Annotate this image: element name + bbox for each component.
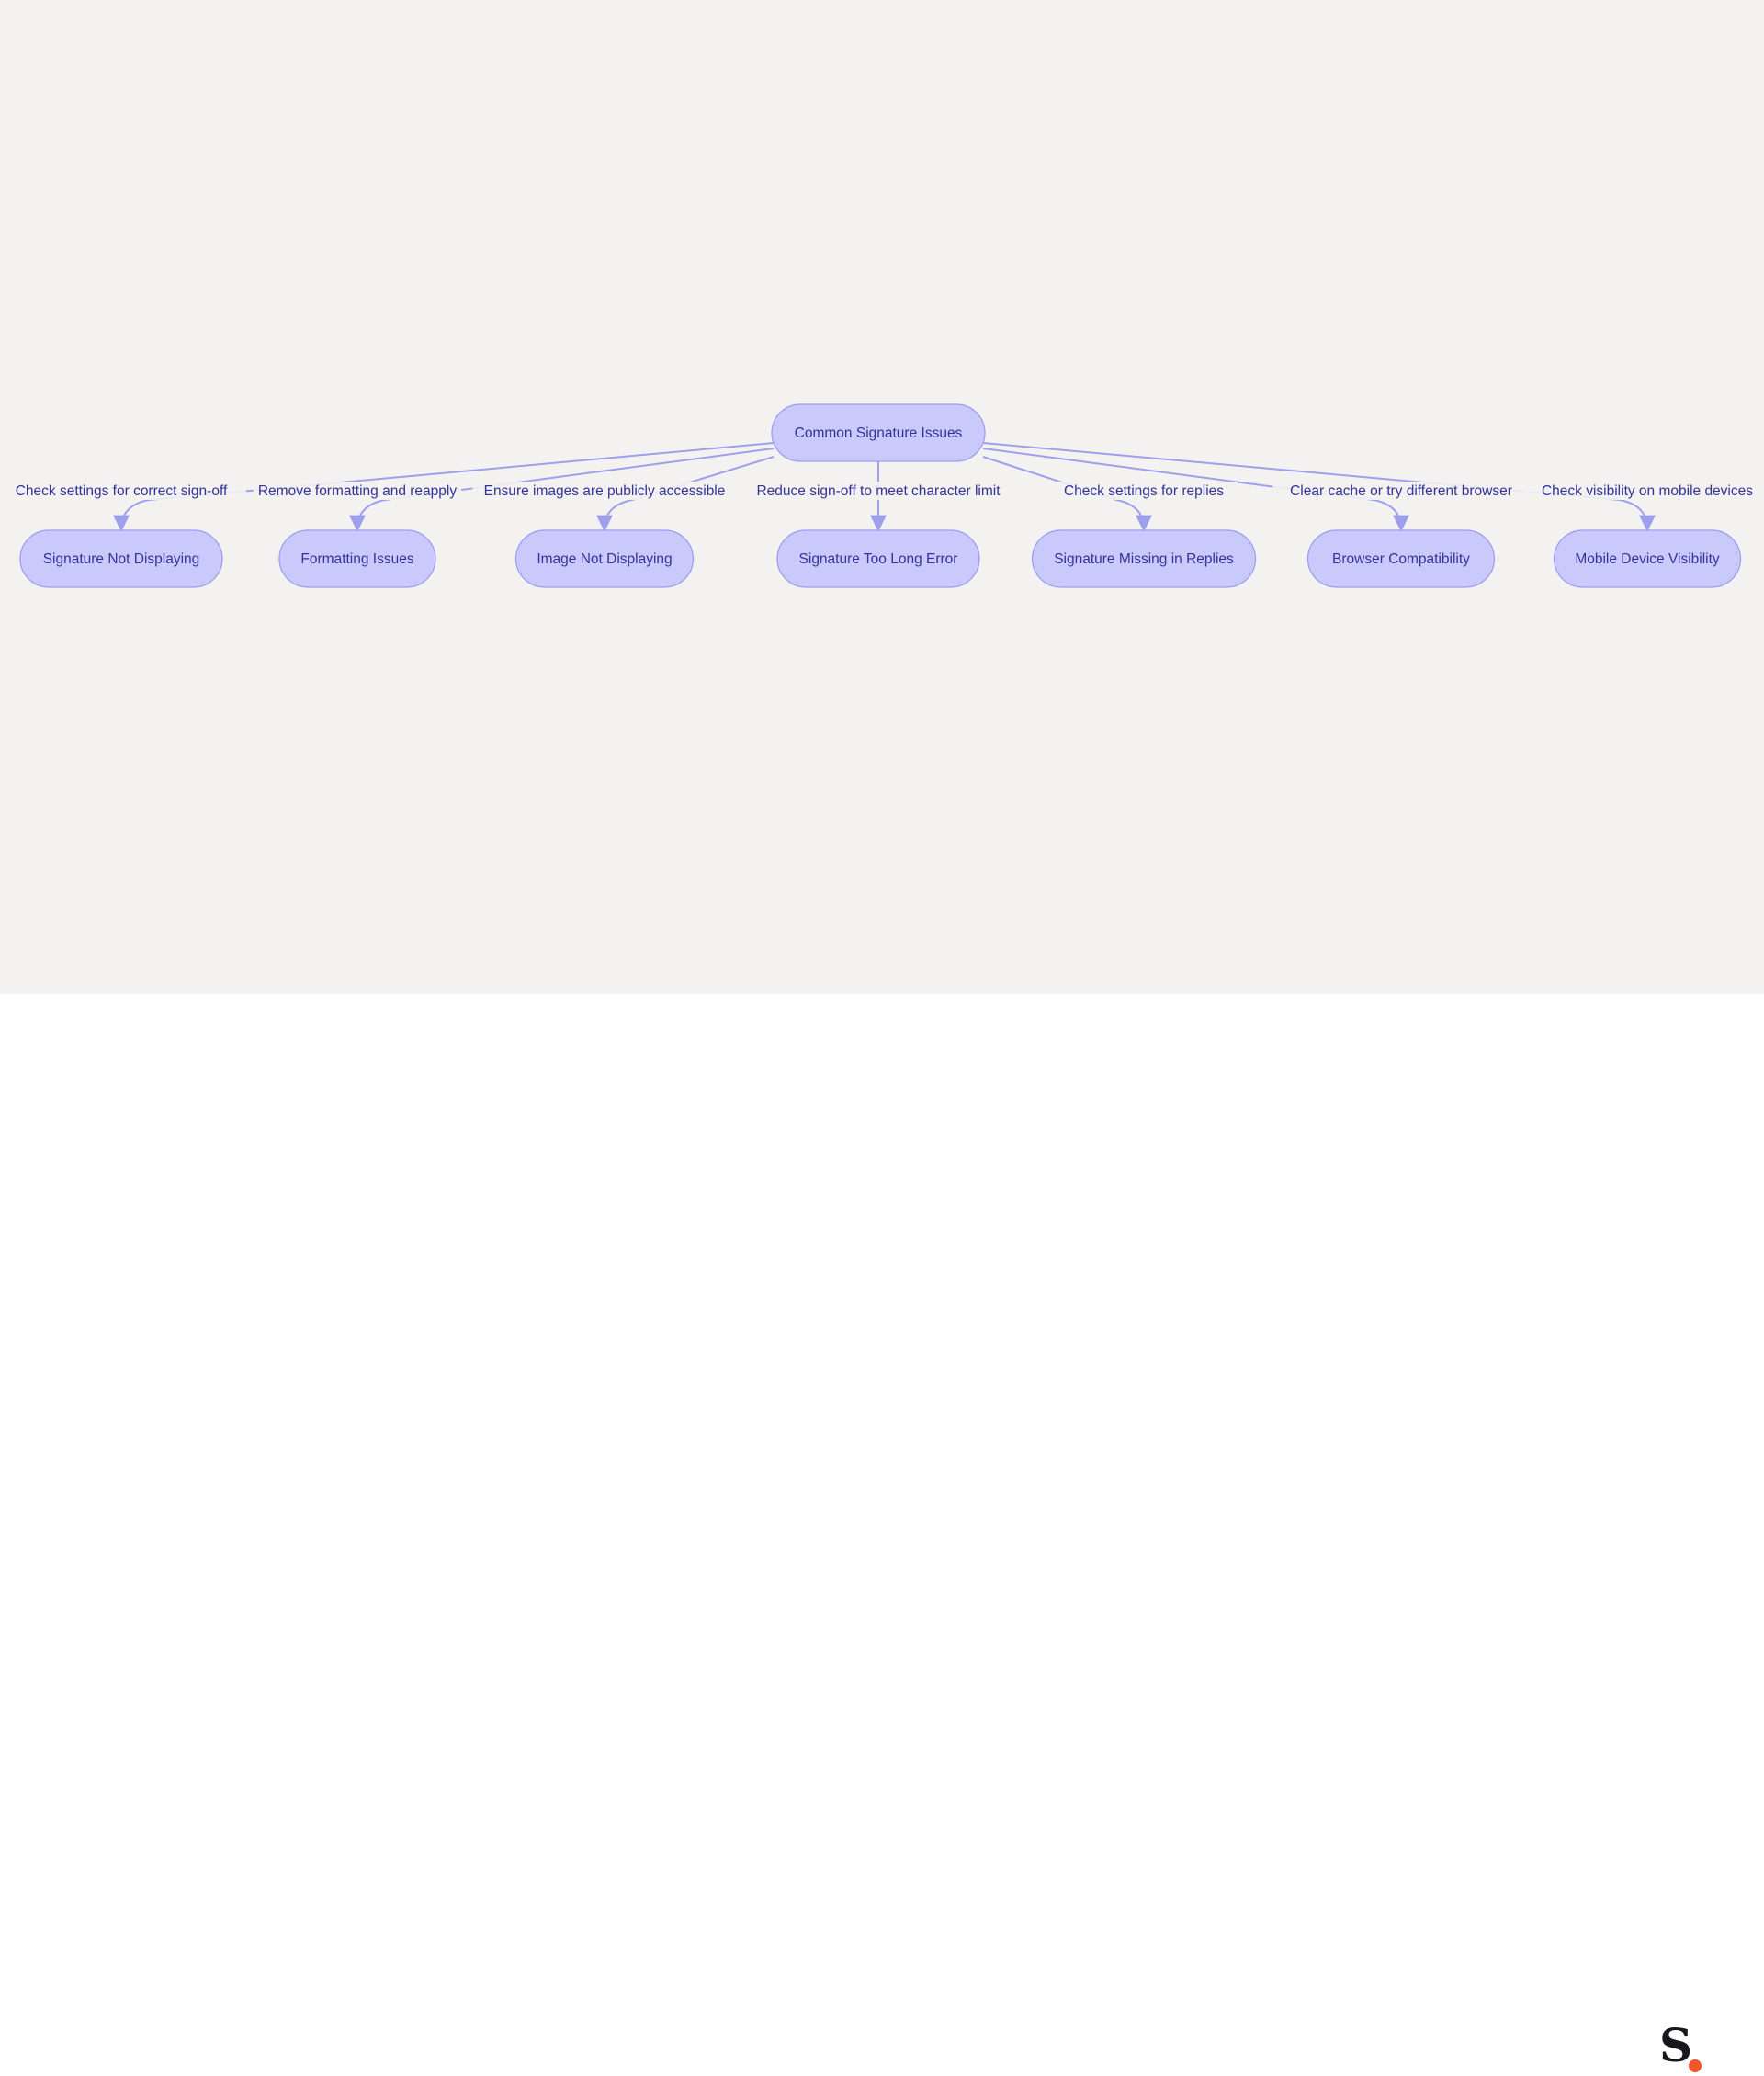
edge-label-text: Check settings for replies [1064, 483, 1224, 499]
edge-label-c5: Check settings for replies [1050, 482, 1238, 500]
edge-label-text: Check settings for correct sign-off [16, 483, 228, 499]
node-root-label: Common Signature Issues [795, 425, 963, 441]
node-c5-shape [1031, 529, 1257, 588]
edge-label-bg [1050, 482, 1238, 500]
node-c1-label: Signature Not Displaying [43, 551, 200, 567]
node-root-shape [771, 403, 986, 462]
node-c7-label: Mobile Device Visibility [1575, 551, 1720, 567]
edge-label-bg [472, 482, 737, 500]
edge-label-bg [1525, 482, 1764, 500]
node-c6: Browser Compatibility [1306, 529, 1496, 588]
node-c4-shape [776, 529, 980, 588]
diagram-canvas: Check settings for correct sign-off Remov… [0, 0, 1764, 994]
node-c1: Signature Not Displaying [19, 529, 223, 588]
node-c6-shape [1306, 529, 1496, 588]
edge-label-c6: Clear cache or try different browser [1272, 482, 1530, 500]
node-c2-shape [278, 529, 436, 588]
node-c4: Signature Too Long Error [776, 529, 980, 588]
edge-c5 [982, 456, 1152, 532]
edge-label-c7: Check visibility on mobile devices [1525, 482, 1764, 500]
node-c2: Formatting Issues [278, 529, 436, 588]
node-c3: Image Not Displaying [514, 529, 695, 588]
edge-label-bg [0, 482, 246, 500]
edge-c6 [982, 448, 1409, 532]
node-c7: Mobile Device Visibility [1553, 529, 1742, 588]
footer: S [0, 994, 1764, 2072]
node-c4-label: Signature Too Long Error [799, 551, 958, 567]
edge-label-text: Remove formatting and reapply [258, 483, 458, 499]
edge-label-text: Check visibility on mobile devices [1542, 483, 1753, 499]
edge-label-text: Clear cache or try different browser [1290, 483, 1512, 499]
edge-label-text: Reduce sign-off to meet character limit [756, 483, 1001, 499]
edge-c7 [982, 442, 1656, 532]
node-c3-shape [514, 529, 695, 588]
node-c5-label: Signature Missing in Replies [1054, 551, 1234, 567]
edge-c3 [596, 456, 775, 532]
node-c7-shape [1553, 529, 1742, 588]
edge-label-c1: Check settings for correct sign-off [0, 482, 246, 500]
node-c2-label: Formatting Issues [300, 551, 413, 567]
edge-label-c4: Reduce sign-off to meet character limit [739, 482, 1018, 500]
node-c1-shape [19, 529, 223, 588]
flowchart: Check settings for correct sign-off Remov… [0, 403, 1764, 588]
edge-c1 [113, 442, 775, 532]
edge-label-text: Ensure images are publicly accessible [484, 483, 726, 499]
node-c6-label: Browser Compatibility [1332, 551, 1470, 567]
node-c3-label: Image Not Displaying [537, 551, 672, 567]
edge-label-c2: Remove formatting and reapply [253, 482, 462, 500]
edge-c2 [349, 448, 775, 532]
edge-label-c3: Ensure images are publicly accessible [472, 482, 737, 500]
edge-labels: Check settings for correct sign-off Remov… [0, 482, 1764, 500]
logo-dot-icon [1689, 2059, 1702, 2072]
brand-logo-icon: S [1659, 2023, 1714, 2076]
logo-letter: S [1659, 2018, 1693, 2072]
edge-label-bg [1272, 482, 1530, 500]
edge-label-bg [253, 482, 462, 500]
node-root: Common Signature Issues [771, 403, 986, 462]
edges [113, 442, 1656, 532]
node-c5: Signature Missing in Replies [1031, 529, 1257, 588]
edge-label-bg [739, 482, 1018, 500]
